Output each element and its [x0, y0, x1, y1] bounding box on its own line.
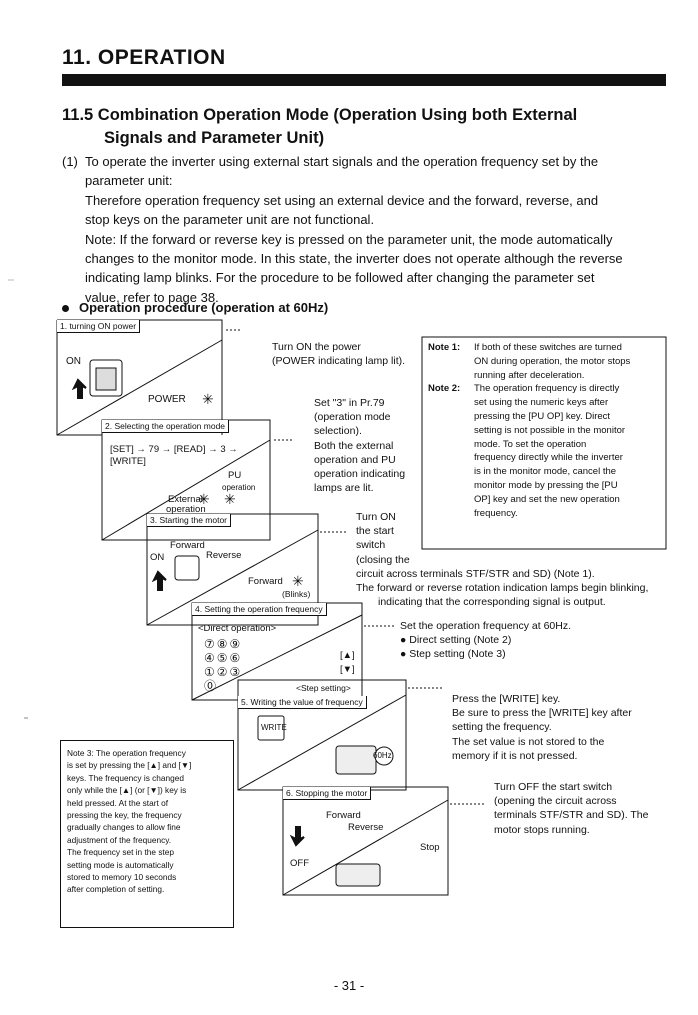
step-3-forward: Forward — [170, 540, 205, 551]
para-line: Note: If the forward or reverse key is p… — [85, 231, 613, 247]
step-6-description: Turn OFF the start switch (opening the c… — [494, 781, 649, 836]
step-3-on: ON — [150, 552, 165, 563]
step-1-on: ON — [66, 356, 81, 367]
notes-box: Note 1: If both of these switches are tu… — [422, 337, 666, 549]
numeric-keys-row: ④⑤⑥ — [204, 651, 243, 665]
step-6-stop: Stop — [420, 842, 440, 853]
chapter-rule — [62, 74, 666, 86]
lamp-blinking-icon: ✳ — [292, 573, 304, 589]
section-title-line-2: Signals and Parameter Unit) — [104, 129, 325, 147]
frequency-display: 60Hz — [373, 751, 392, 760]
write-key: WRITE — [261, 723, 287, 732]
intro-paragraph: (1) To operate the inverter using extern… — [62, 152, 666, 307]
step-2-operation: operation — [222, 483, 256, 492]
chapter-title: 11. OPERATION — [62, 46, 226, 69]
para-line: changes to the monitor mode. In this sta… — [85, 251, 623, 267]
para-line: value, refer to page 38. — [85, 289, 219, 305]
step-1-description: Turn ON the power (POWER indicating lamp… — [272, 341, 406, 368]
item-number: (1) — [62, 154, 78, 169]
step-1-power: POWER — [148, 394, 186, 405]
step-3-reverse: Reverse — [206, 550, 242, 561]
step-2-external: External — [168, 494, 203, 505]
down-key: [▼] — [340, 664, 355, 675]
lamp-lit-icon: ✳ — [198, 491, 210, 507]
direct-setting-item: ● Direct setting (Note 2) — [400, 634, 512, 647]
para-line: To operate the inverter using external s… — [85, 154, 599, 169]
step-2-external-operation: operation — [166, 504, 206, 515]
note-2: Note 2: The operation frequency is direc… — [428, 383, 626, 519]
note-3-box: Note 3: The operation frequency is set b… — [60, 740, 234, 928]
step-4-label: 4. Setting the operation frequency — [192, 603, 327, 616]
step-3-label: 3. Starting the motor — [147, 514, 232, 527]
section-title-line-1: 11.5 Combination Operation Mode (Operati… — [62, 106, 578, 124]
numeric-keys-row: ⑦⑧⑨ — [204, 637, 243, 651]
step-6-label: 6. Stopping the motor — [283, 787, 372, 800]
lamp-lit-icon: ✳ — [202, 391, 214, 407]
step-2-description: Set "3" in Pr.79 (operation mode selecti… — [314, 397, 406, 495]
procedure-heading: Operation procedure (operation at 60Hz) — [62, 300, 328, 315]
step-5-description: Press the [WRITE] key. Be sure to press … — [452, 693, 632, 762]
para-line: parameter unit: — [85, 173, 173, 189]
note-1: Note 1: If both of these switches are tu… — [428, 342, 631, 381]
step-4-step-setting: <Step setting> — [296, 683, 351, 693]
para-line: stop keys on the parameter unit are not … — [85, 212, 375, 228]
step-2-keys-2: [WRITE] — [110, 456, 146, 467]
step-5-label: 5. Writing the value of frequency — [238, 696, 367, 709]
bullet-icon — [62, 305, 69, 313]
step-2-pu: PU — [228, 470, 242, 481]
page-number: - 31 - — [333, 978, 365, 993]
para-line: indicating lamp blinks. For the procedur… — [85, 270, 595, 286]
step-2-label: 2. Selecting the operation mode — [102, 420, 230, 433]
step-6-forward: Forward — [326, 810, 361, 821]
numeric-keys-row: ①②③ — [204, 665, 243, 679]
step-2-keys-1: [SET] → 79 → [READ] → 3 → — [110, 444, 238, 455]
step-3-description: Turn ON the start switch (closing the ci… — [356, 511, 649, 609]
para-line: Therefore operation frequency set using … — [85, 192, 599, 208]
step-3-forward-lamp: Forward — [248, 576, 283, 587]
step-1-label: 1. turning ON power — [57, 320, 141, 333]
step-6-off: OFF — [290, 858, 309, 869]
step-6-reverse: Reverse — [348, 822, 384, 833]
step-setting-item: ● Step setting (Note 3) — [400, 648, 506, 661]
numeric-key-zero: ⓪ — [204, 679, 217, 693]
step-4-description: Set the operation frequency at 60Hz. ● D… — [400, 620, 572, 661]
up-key: [▲] — [340, 650, 355, 661]
lamp-lit-icon: ✳ — [224, 491, 236, 507]
section-title: 11.5 Combination Operation Mode (Operati… — [62, 104, 662, 150]
step-4-direct: <Direct operation> — [198, 623, 277, 634]
step-3-blinks: (Blinks) — [282, 589, 311, 599]
